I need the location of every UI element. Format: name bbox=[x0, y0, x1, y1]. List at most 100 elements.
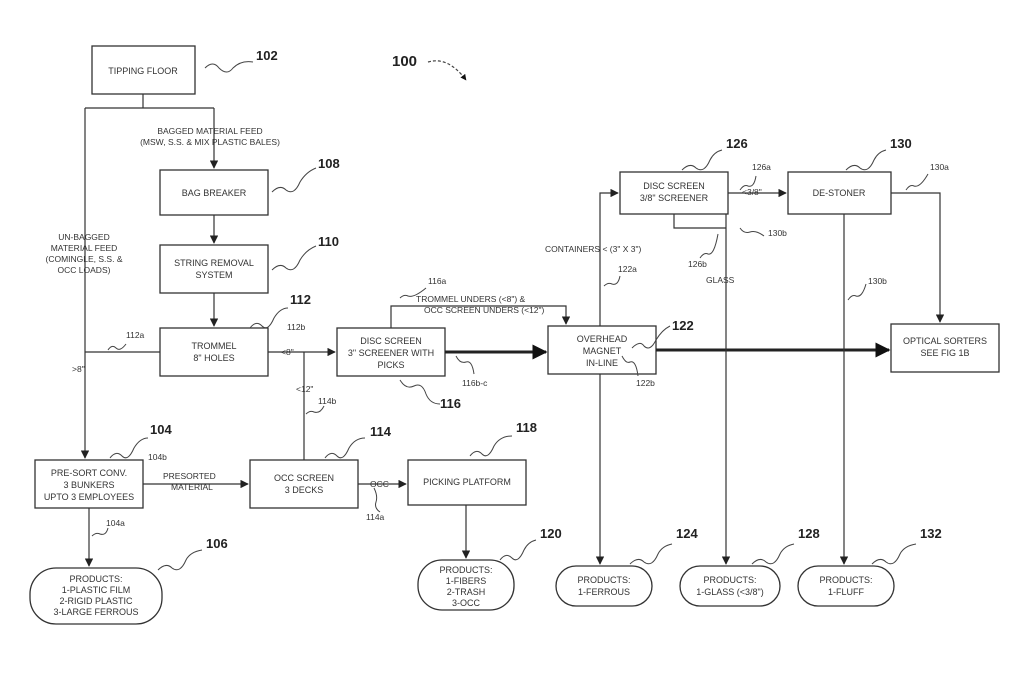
ref-130b-1: 130b bbox=[768, 228, 787, 238]
presorted-line1: PRESORTED bbox=[163, 471, 216, 481]
trommel-unders-line2: OCC SCREEN UNDERS (<12") bbox=[424, 305, 545, 315]
ref-116a: 116a bbox=[428, 276, 447, 286]
ref-108: 108 bbox=[318, 156, 340, 171]
leader-112a bbox=[108, 344, 126, 350]
ref-130: 130 bbox=[890, 136, 912, 151]
ref-112b: 112b bbox=[287, 322, 306, 332]
unbagged-feed-line4: OCC LOADS) bbox=[58, 265, 111, 275]
optical-sorters-line1: OPTICAL SORTERS bbox=[903, 336, 987, 346]
leader-130 bbox=[846, 150, 886, 170]
ref-102: 102 bbox=[256, 48, 278, 63]
label-containers: CONTAINERS < (3" X 3") bbox=[545, 244, 641, 254]
unbagged-feed-line3: (COMINGLE, S.S. & bbox=[46, 254, 123, 264]
p132-line1: PRODUCTS: bbox=[819, 575, 872, 585]
label-lt8: <8" bbox=[281, 347, 294, 357]
label-glass: GLASS bbox=[706, 275, 735, 285]
figure-number: 100 bbox=[392, 53, 417, 70]
leader-130a bbox=[906, 174, 928, 190]
flow-line bbox=[674, 214, 726, 228]
p124-line2: 1-FERROUS bbox=[578, 587, 630, 597]
pre-sort-line3: UPTO 3 EMPLOYEES bbox=[44, 492, 134, 502]
products-120: PRODUCTS: 1-FIBERS 2-TRASH 3-OCC bbox=[418, 560, 514, 610]
disc-screen-3-line1: DISC SCREEN bbox=[360, 336, 422, 346]
ref-104a: 104a bbox=[106, 518, 125, 528]
leader-118 bbox=[470, 436, 512, 456]
label-lt38: <3/8" bbox=[742, 187, 762, 197]
ref-114: 114 bbox=[370, 424, 392, 439]
products-128: PRODUCTS: 1-GLASS (<3/8") bbox=[680, 566, 780, 606]
p120-line1: PRODUCTS: bbox=[439, 565, 492, 575]
products-132: PRODUCTS: 1-FLUFF bbox=[798, 566, 894, 606]
box-trommel: TROMMEL 8" HOLES bbox=[160, 328, 268, 376]
box-tipping-floor: TIPPING FLOOR bbox=[92, 46, 195, 94]
pre-sort-line1: PRE-SORT CONV. bbox=[51, 468, 127, 478]
leader-104a bbox=[92, 528, 108, 536]
products-124: PRODUCTS: 1-FERROUS bbox=[556, 566, 652, 606]
leader-114b bbox=[306, 406, 324, 414]
p106-line4: 3-LARGE FERROUS bbox=[53, 607, 138, 617]
ref-110: 110 bbox=[318, 234, 339, 249]
leader-122a bbox=[604, 276, 620, 286]
string-removal-line1: STRING REMOVAL bbox=[174, 258, 254, 268]
tipping-floor-label: TIPPING FLOOR bbox=[108, 66, 178, 76]
ref-130a: 130a bbox=[930, 162, 949, 172]
ref-116bc: 116b-c bbox=[462, 378, 488, 388]
label-occ: OCC bbox=[370, 479, 389, 489]
p120-line2: 1-FIBERS bbox=[446, 576, 487, 586]
leader-108 bbox=[272, 168, 316, 192]
leader-130b-1 bbox=[740, 228, 764, 236]
bagged-feed-line1: BAGGED MATERIAL FEED bbox=[157, 126, 262, 136]
box-pre-sort: PRE-SORT CONV. 3 BUNKERS UPTO 3 EMPLOYEE… bbox=[35, 460, 143, 508]
ref-112: 112 bbox=[290, 292, 311, 307]
ref-122: 122 bbox=[672, 318, 694, 333]
ref-126a: 126a bbox=[752, 162, 771, 172]
trommel-unders-line1: TROMMEL UNDERS (<8") & bbox=[416, 294, 526, 304]
ref-104: 104 bbox=[150, 422, 172, 437]
ref-132: 132 bbox=[920, 526, 942, 541]
p106-line1: PRODUCTS: bbox=[69, 574, 122, 584]
leader-128 bbox=[752, 544, 794, 564]
presorted-line2: MATERIAL bbox=[171, 482, 213, 492]
magnet-line2: MAGNET bbox=[583, 346, 622, 356]
leader-114 bbox=[325, 438, 365, 458]
label-lt12: <12" bbox=[296, 384, 313, 394]
flow-arrow bbox=[600, 193, 618, 326]
p106-line2: 1-PLASTIC FILM bbox=[62, 585, 131, 595]
box-disc-screen-38in: DISC SCREEN 3/8" SCREENER bbox=[620, 172, 728, 214]
ref-122a: 122a bbox=[618, 264, 637, 274]
leader-116bc bbox=[456, 356, 474, 374]
p106-line3: 2-RIGID PLASTIC bbox=[59, 596, 133, 606]
box-de-stoner: DE-STONER bbox=[788, 172, 891, 214]
p128-line2: 1-GLASS (<3/8") bbox=[696, 587, 763, 597]
ref-124: 124 bbox=[676, 526, 698, 541]
leader-124 bbox=[630, 544, 672, 564]
p124-line1: PRODUCTS: bbox=[577, 575, 630, 585]
ref-114a: 114a bbox=[366, 512, 385, 522]
disc-screen-3-line2: 3" SCREENER WITH bbox=[348, 348, 434, 358]
ref-128: 128 bbox=[798, 526, 820, 541]
box-string-removal: STRING REMOVAL SYSTEM bbox=[160, 245, 268, 293]
leader-106 bbox=[158, 550, 202, 570]
leader-114a bbox=[374, 488, 380, 512]
string-removal-line2: SYSTEM bbox=[195, 270, 232, 280]
leader-126b bbox=[700, 234, 718, 258]
ref-116: 116 bbox=[440, 396, 461, 411]
ref-122b: 122b bbox=[636, 378, 655, 388]
trommel-line1: TROMMEL bbox=[192, 341, 237, 351]
magnet-line3: IN-LINE bbox=[586, 358, 618, 368]
de-stoner-label: DE-STONER bbox=[813, 188, 866, 198]
ref-104b: 104b bbox=[148, 452, 167, 462]
optical-sorters-line2: SEE FIG 1B bbox=[920, 348, 969, 358]
products-106: PRODUCTS: 1-PLASTIC FILM 2-RIGID PLASTIC… bbox=[30, 568, 162, 624]
box-disc-screen-3in: DISC SCREEN 3" SCREENER WITH PICKS bbox=[337, 328, 445, 376]
ref-114b: 114b bbox=[318, 396, 337, 406]
flow-arrow bbox=[891, 193, 940, 322]
leader-126 bbox=[682, 150, 722, 170]
leader-104 bbox=[110, 438, 148, 458]
ref-120: 120 bbox=[540, 526, 562, 541]
p128-line1: PRODUCTS: bbox=[703, 575, 756, 585]
ref-118: 118 bbox=[516, 420, 537, 435]
magnet-line1: OVERHEAD bbox=[577, 334, 628, 344]
